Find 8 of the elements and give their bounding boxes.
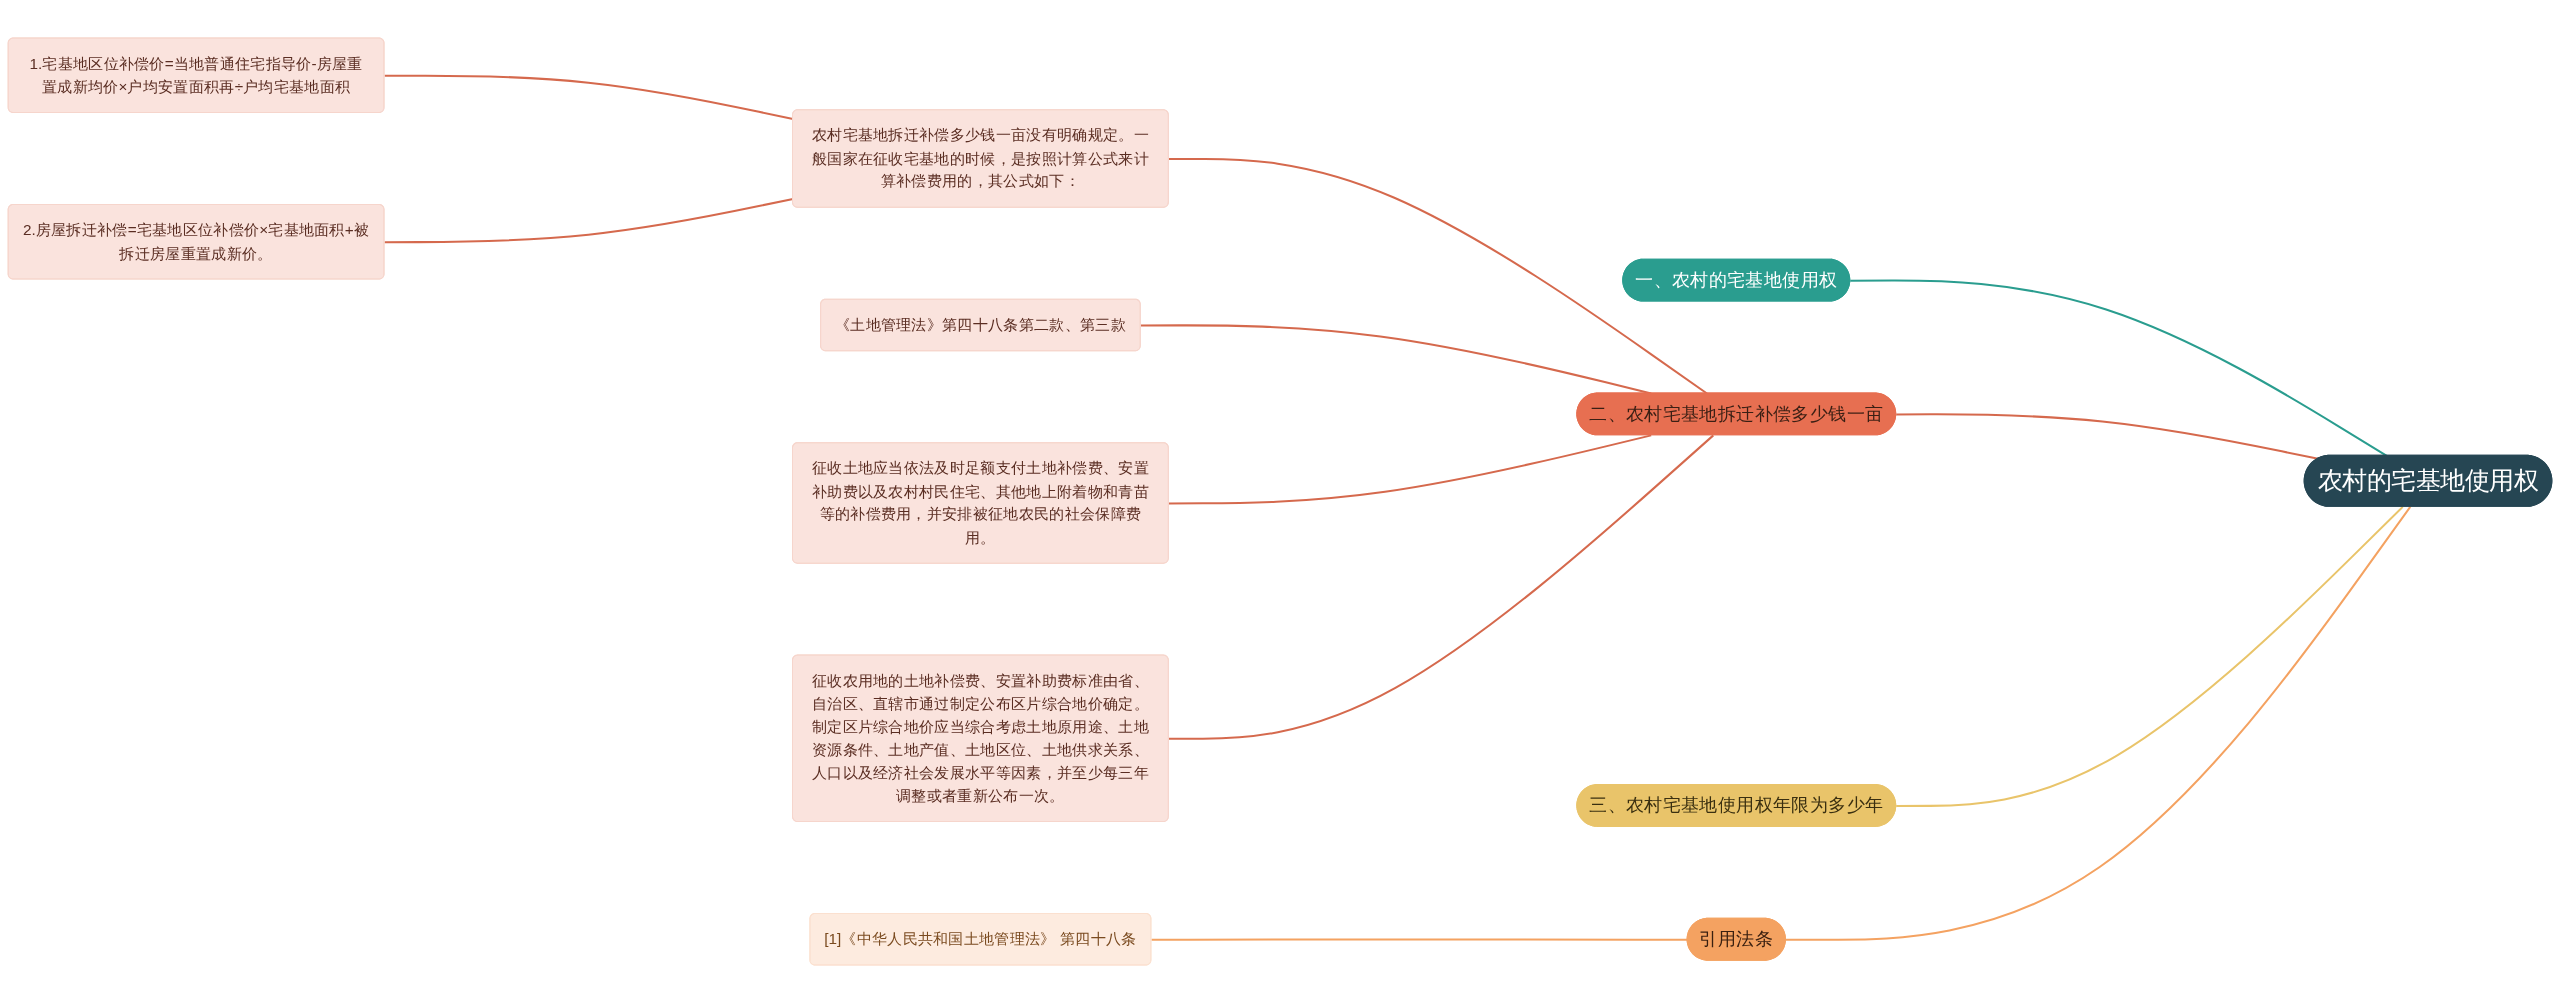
connector bbox=[1896, 413, 2319, 460]
connector bbox=[1850, 279, 2388, 457]
connector bbox=[1168, 434, 1714, 740]
connector bbox=[1168, 434, 1652, 505]
connector bbox=[1151, 938, 1688, 941]
connector bbox=[1896, 506, 2404, 807]
connector bbox=[384, 197, 794, 244]
connector bbox=[1785, 506, 2412, 941]
